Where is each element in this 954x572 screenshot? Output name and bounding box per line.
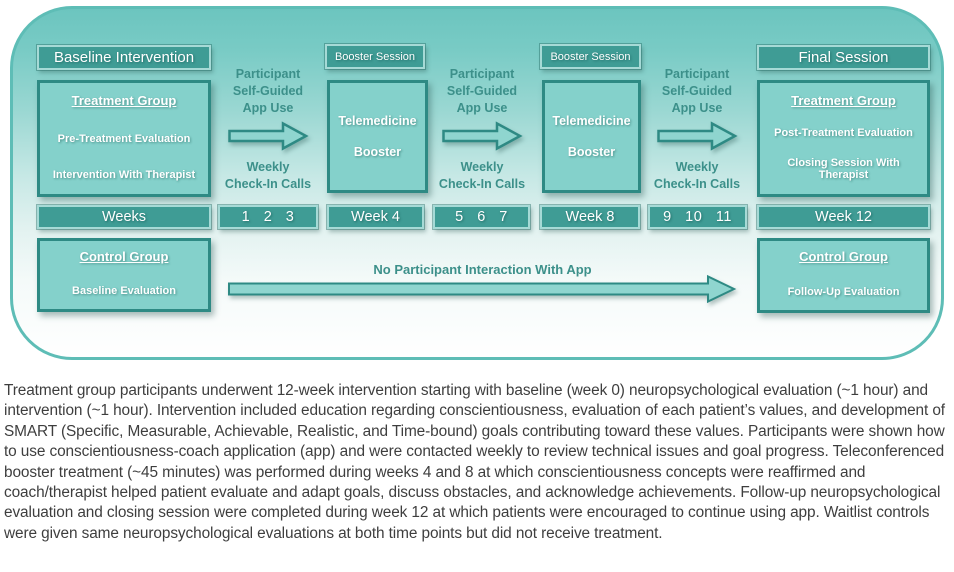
self-guided-app-use-label-2: Participant Self-Guided App Use <box>446 67 518 115</box>
weekly-checkin-label-2: Weekly Check-In Calls <box>438 160 526 191</box>
intervention-with-therapist-label: Intervention With Therapist <box>52 169 196 181</box>
self-guided-app-use-label-3: Participant Self-Guided App Use <box>661 67 733 115</box>
booster-session-header-2: Booster Session <box>540 44 641 69</box>
baseline-evaluation-label: Baseline Evaluation <box>72 285 176 297</box>
week-8-box: Week 8 <box>540 205 640 229</box>
control-group-box-right: Control Group Follow-Up Evaluation <box>757 238 930 313</box>
no-participant-interaction-label: No Participant Interaction With App <box>373 262 592 277</box>
post-treatment-evaluation-label: Post-Treatment Evaluation <box>774 126 913 139</box>
weeks-5-6-7-box: 5 6 7 <box>433 205 530 229</box>
treatment-group-title-right: Treatment Group <box>791 93 896 108</box>
control-group-title-left: Control Group <box>79 249 169 264</box>
telemedicine-booster-box-2: Telemedicine Booster <box>542 80 641 193</box>
right-arrow-icon-1 <box>228 121 309 151</box>
telemedicine-booster-box-1: Telemedicine Booster <box>327 80 428 193</box>
no-interaction-arrow-icon <box>228 274 737 304</box>
treatment-group-box-left: Treatment Group Pre-Treatment Evaluation… <box>37 80 211 197</box>
pre-treatment-evaluation-label: Pre-Treatment Evaluation <box>57 132 191 145</box>
telemedicine-label-2: Telemedicine <box>552 114 631 128</box>
weekly-checkin-label-3: Weekly Check-In Calls <box>653 160 741 191</box>
booster-label-2: Booster <box>567 145 616 159</box>
final-session-header: Final Session <box>757 45 930 70</box>
control-group-box-left: Control Group Baseline Evaluation <box>37 238 211 312</box>
control-group-title-right: Control Group <box>799 249 888 264</box>
right-arrow-icon-3 <box>657 121 738 151</box>
treatment-group-box-right: Treatment Group Post-Treatment Evaluatio… <box>757 80 930 197</box>
closing-session-with-therapist-label: Closing Session With Therapist <box>787 157 900 181</box>
week-12-box: Week 12 <box>757 205 930 229</box>
right-arrow-icon-2 <box>442 121 523 151</box>
booster-session-header-1: Booster Session <box>325 44 425 69</box>
baseline-intervention-header: Baseline Intervention <box>37 45 211 70</box>
telemedicine-label-1: Telemedicine <box>338 114 417 128</box>
self-guided-app-use-label-1: Participant Self-Guided App Use <box>232 67 304 115</box>
weeks-label-box: Weeks <box>37 205 211 229</box>
weeks-1-2-3-box: 1 2 3 <box>218 205 318 229</box>
weeks-9-10-11-box: 9 10 11 <box>648 205 747 229</box>
weekly-checkin-label-1: Weekly Check-In Calls <box>224 160 312 191</box>
week-4-box: Week 4 <box>327 205 424 229</box>
follow-up-evaluation-label: Follow-Up Evaluation <box>787 286 900 298</box>
treatment-group-title-left: Treatment Group <box>71 93 177 108</box>
booster-label-1: Booster <box>353 145 402 159</box>
study-caption: Treatment group participants underwent 1… <box>4 382 945 542</box>
